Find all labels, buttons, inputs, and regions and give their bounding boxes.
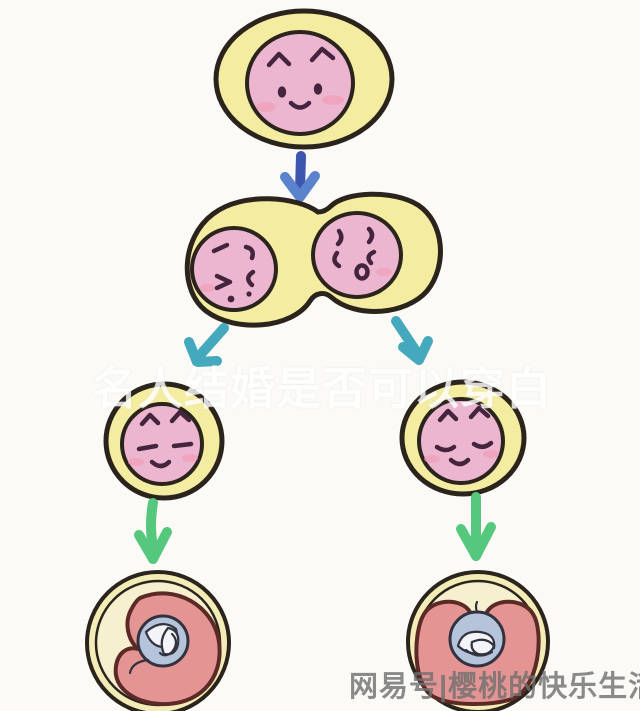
embryo-figure-icon <box>128 614 190 675</box>
embryo-right <box>406 570 550 711</box>
arrow-down-left-teal-icon <box>184 323 229 367</box>
zygote-cell <box>213 8 395 150</box>
arrow-down-right-teal-icon <box>391 316 433 365</box>
dividing-cell <box>184 191 443 328</box>
embryo-left <box>85 570 231 711</box>
daughter-cell-right <box>399 379 527 497</box>
daughter-cell-left <box>103 381 225 501</box>
content-face-icon <box>136 409 194 469</box>
embryo-figure-icon <box>448 600 506 668</box>
happy-face-icon <box>266 46 336 110</box>
arrow-down-blue-icon <box>280 151 320 202</box>
content-face-icon <box>434 405 494 467</box>
straining-face-right-icon <box>332 226 377 281</box>
arrow-down-green-left-icon <box>134 498 172 564</box>
straining-face-left-icon <box>211 242 256 303</box>
arrow-down-green-right-icon <box>456 492 496 561</box>
